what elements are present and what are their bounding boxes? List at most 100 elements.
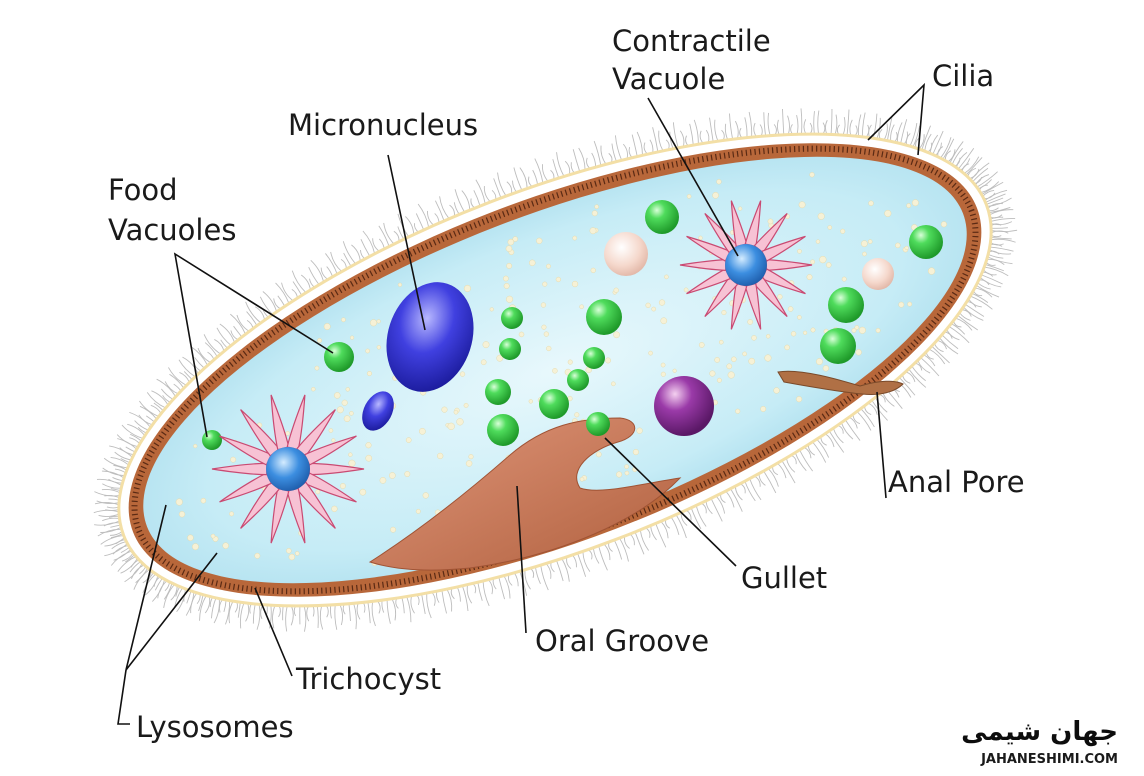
- cilium: [319, 605, 324, 630]
- cilium: [598, 545, 608, 571]
- lysosome-granule: [840, 228, 846, 234]
- cilium: [360, 238, 371, 257]
- lysosome-granule: [760, 406, 767, 412]
- cilium: [582, 551, 591, 572]
- cilium: [734, 486, 743, 501]
- cilium: [124, 562, 143, 583]
- cilium: [900, 119, 908, 144]
- cilium: [104, 495, 120, 499]
- cilium: [545, 563, 552, 579]
- cilium: [259, 296, 273, 315]
- cilium: [917, 360, 931, 374]
- cilium: [446, 588, 453, 612]
- cilium: [989, 246, 1014, 252]
- lysosome-granule: [178, 511, 186, 518]
- lysosome-granule: [343, 415, 351, 422]
- food-vacuole: [645, 200, 679, 234]
- cilium: [639, 529, 649, 551]
- lysosome-granule: [200, 497, 207, 504]
- lysosome-granule: [748, 357, 756, 365]
- cilium: [113, 548, 132, 561]
- contractile-vacuole-right: [679, 200, 813, 330]
- cilium: [120, 557, 138, 574]
- lysosome-granule: [660, 362, 666, 368]
- cilium: [96, 500, 120, 505]
- cilium: [236, 314, 250, 332]
- cilium: [325, 604, 329, 618]
- cilium: [767, 468, 779, 487]
- cilium: [730, 488, 743, 512]
- radiating-canal: [240, 409, 281, 457]
- cilium: [482, 580, 490, 607]
- lysosome-granule: [447, 422, 455, 430]
- cilium: [744, 480, 756, 502]
- lysosome-granule: [632, 449, 639, 456]
- radiating-canal: [753, 212, 788, 254]
- leader-lines: [117, 82, 925, 725]
- cilium: [371, 601, 376, 627]
- cilium: [308, 266, 320, 286]
- cilium: [577, 553, 587, 577]
- radiating-canal: [704, 212, 739, 254]
- lysosome-granule: [819, 255, 827, 264]
- cilium: [114, 451, 132, 461]
- cilium: [895, 379, 912, 398]
- cilium: [912, 125, 921, 148]
- cilium: [571, 554, 577, 568]
- cilium: [932, 130, 944, 155]
- lysosome-granule: [507, 238, 515, 246]
- cilium: [342, 241, 356, 265]
- cilium: [749, 478, 762, 501]
- cilium: [278, 605, 281, 618]
- cilium: [497, 172, 507, 197]
- lysosome-granule: [480, 359, 487, 366]
- cilium: [981, 274, 1003, 285]
- lysosome-granule: [555, 276, 561, 283]
- lysosome-granule: [389, 472, 396, 479]
- lysosome-granule: [784, 344, 790, 351]
- lysosome-granule: [719, 339, 724, 345]
- lysosome-granule: [463, 284, 471, 292]
- cilium: [561, 558, 570, 582]
- cilium: [964, 303, 985, 317]
- lysosome-granule: [254, 552, 261, 559]
- lysosome-granule: [567, 359, 573, 365]
- leader-food-vacuoles: [173, 252, 334, 438]
- cilium: [303, 605, 307, 632]
- cilium: [524, 569, 531, 590]
- lysosome-granule: [541, 324, 547, 330]
- cilium: [817, 110, 820, 135]
- cilium: [434, 200, 445, 222]
- cilium: [367, 601, 371, 624]
- cilium: [622, 143, 628, 160]
- lysosome-granule: [222, 542, 229, 549]
- cilium: [104, 543, 128, 557]
- cilium: [534, 566, 541, 585]
- cilium: [636, 131, 643, 156]
- cilium: [514, 572, 519, 587]
- cilium: [503, 575, 511, 599]
- lysosome-granule: [506, 295, 514, 303]
- cilium: [578, 147, 586, 171]
- cilium: [185, 591, 195, 616]
- cilium: [911, 365, 926, 382]
- cilium: [105, 509, 119, 511]
- lysosome-granule: [546, 263, 551, 269]
- lysosome-granule: [940, 221, 947, 228]
- lysosome-granule: [816, 358, 823, 365]
- lysosome-granule: [727, 371, 735, 379]
- lysosome-granule: [579, 304, 584, 309]
- radiating-canal: [219, 435, 273, 466]
- cilium: [94, 491, 121, 497]
- cilium: [985, 193, 1006, 203]
- radiating-canal: [704, 276, 739, 318]
- lysosome-granule: [437, 452, 444, 460]
- cilium: [984, 189, 1008, 201]
- lysosome-granule: [574, 412, 580, 418]
- cilium: [828, 430, 845, 453]
- cilium: [939, 337, 959, 355]
- lysosome-granule: [456, 418, 464, 426]
- lysosome-granule: [192, 543, 199, 551]
- cilium: [830, 109, 833, 135]
- radiating-canal: [270, 394, 290, 451]
